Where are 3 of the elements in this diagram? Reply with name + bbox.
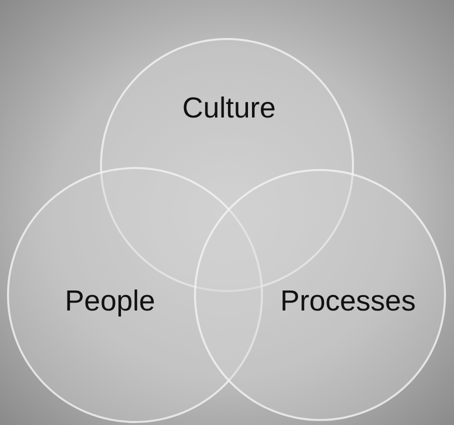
circle-label: Culture	[182, 92, 276, 126]
circle-label: People	[64, 286, 156, 318]
circle-label: Processes	[280, 286, 416, 318]
